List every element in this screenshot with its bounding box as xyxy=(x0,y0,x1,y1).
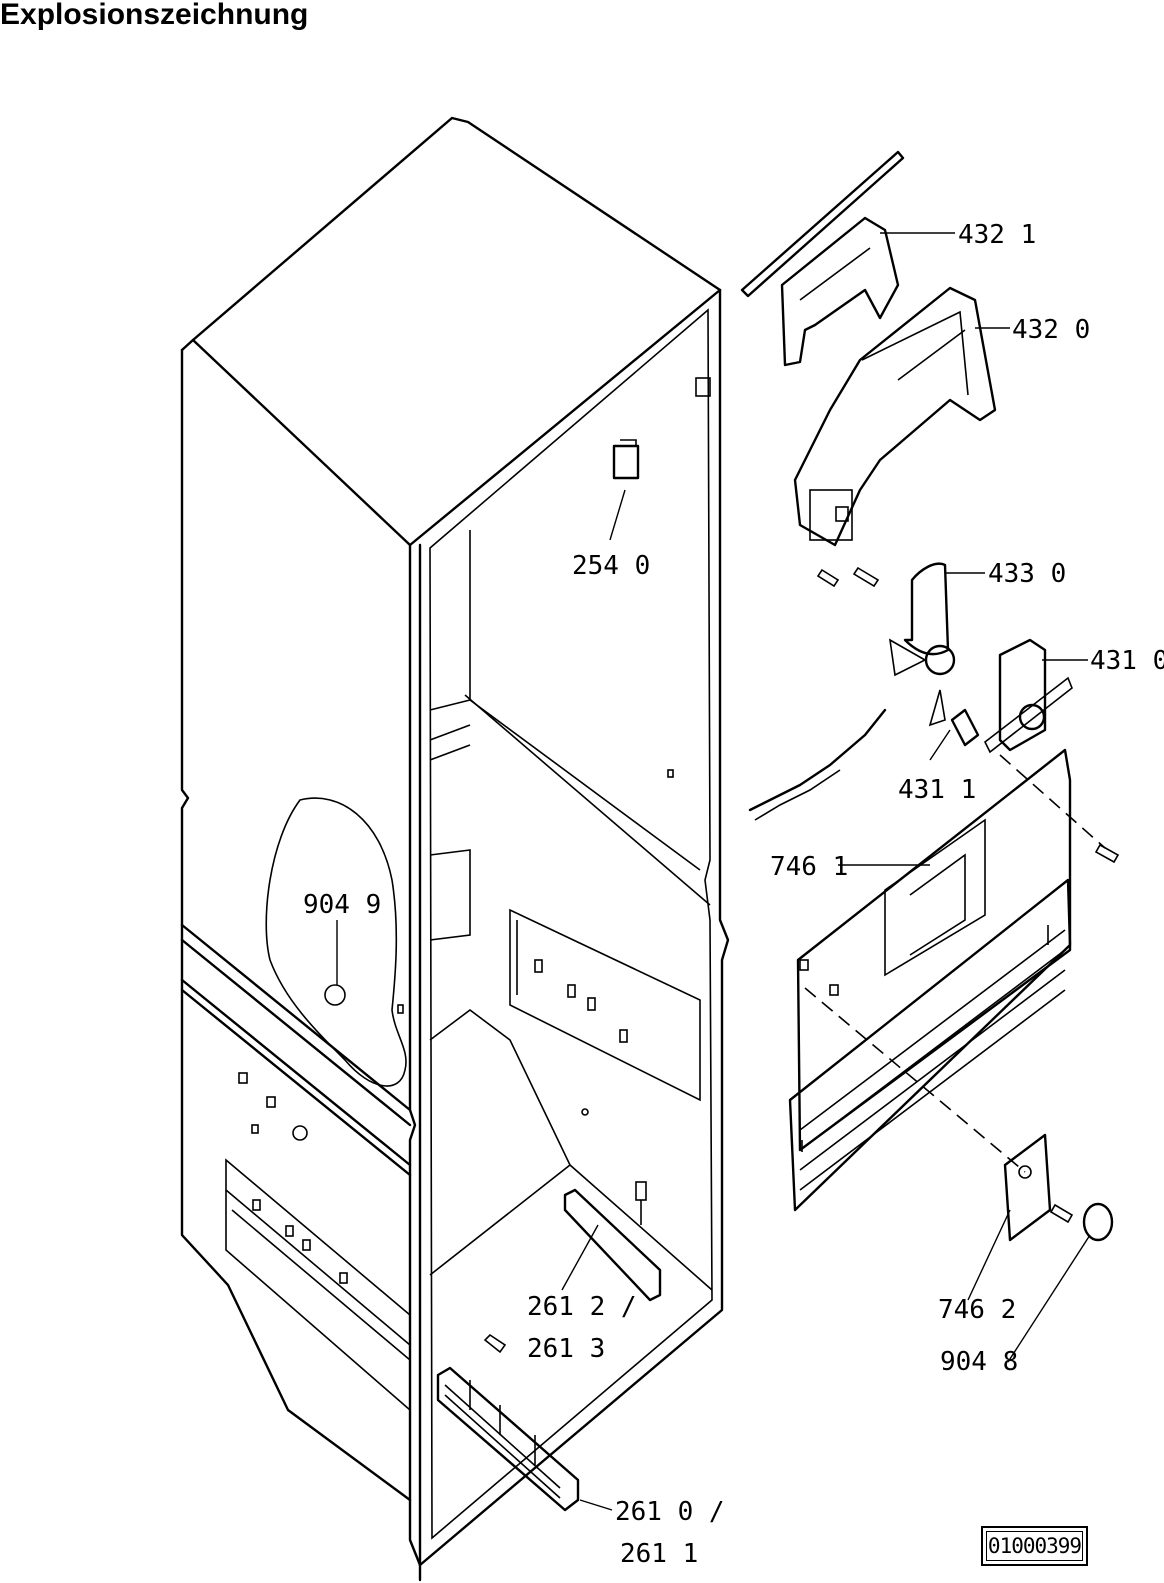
wiring-harness xyxy=(748,708,887,812)
capacitor xyxy=(950,708,980,747)
screws xyxy=(816,566,1120,1224)
rail-bracket xyxy=(563,1181,662,1302)
cover-panel xyxy=(788,748,1072,1212)
part-label-4321: 432 1 xyxy=(958,220,1036,250)
part-labels: 432 1 432 0 254 0 433 0 431 0 431 1 746 … xyxy=(303,220,1164,1569)
knob xyxy=(1082,1202,1114,1242)
gasket-strip xyxy=(740,150,905,298)
fan xyxy=(888,562,956,727)
door-switch xyxy=(612,377,711,480)
document-number: 01000399 xyxy=(986,1531,1083,1561)
part-label-9049: 904 9 xyxy=(303,890,381,920)
part-label-4330: 433 0 xyxy=(988,559,1066,589)
part-label-2610: 261 0 / xyxy=(615,1497,725,1527)
part-label-2540: 254 0 xyxy=(572,551,650,581)
document-number-box: 01000399 xyxy=(981,1526,1088,1566)
bottom-grille xyxy=(436,1333,580,1512)
part-label-7462: 746 2 xyxy=(938,1295,1016,1325)
part-label-2611: 261 1 xyxy=(620,1539,698,1569)
part-label-7461: 746 1 xyxy=(770,852,848,882)
page-title: Explosionszeichnung xyxy=(0,0,309,31)
part-label-2613: 261 3 xyxy=(527,1334,605,1364)
part-label-9048: 904 8 xyxy=(940,1347,1018,1377)
cabinet-body xyxy=(180,116,730,1582)
cover-plate xyxy=(1003,1133,1052,1242)
fan-motor-bracket xyxy=(983,638,1073,754)
part-label-4310: 431 0 xyxy=(1090,646,1164,676)
part-label-4311: 431 1 xyxy=(898,775,976,805)
part-label-2612: 261 2 / xyxy=(527,1292,637,1322)
bracket-4321 xyxy=(780,216,900,367)
evaporator-housing xyxy=(793,286,997,547)
part-label-4320: 432 0 xyxy=(1012,315,1090,345)
